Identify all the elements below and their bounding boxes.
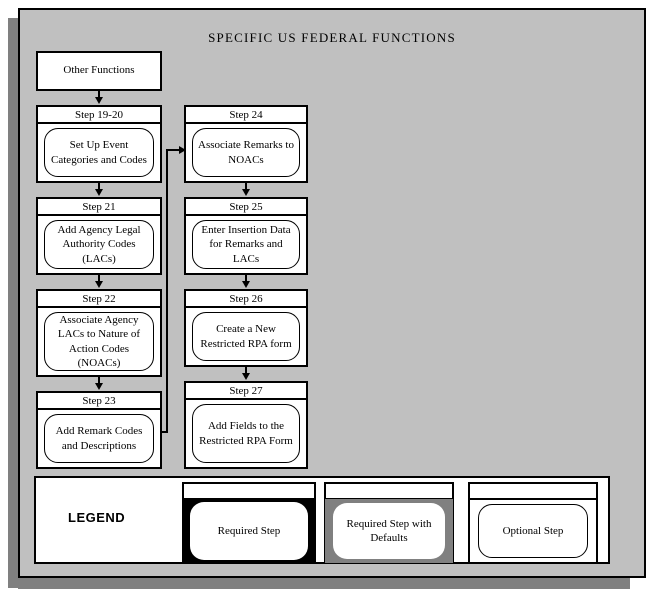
legend-cap-required-step bbox=[182, 482, 316, 498]
step-body-27: Add Fields to the Restricted RPA Form bbox=[192, 404, 300, 463]
arrow-head-step25-to-step26 bbox=[242, 281, 250, 288]
step-body-24: Associate Remarks to NOACs bbox=[192, 128, 300, 177]
legend-label-optional-step: Optional Step bbox=[478, 504, 588, 558]
panel-shadow-left bbox=[8, 18, 20, 588]
diagram-title: SPECIFIC US FEDERAL FUNCTIONS bbox=[208, 30, 456, 45]
arrow-head-step24-to-step25 bbox=[242, 189, 250, 196]
legend-item-required-step: Required Step bbox=[182, 482, 316, 564]
step-header-24: Step 24 bbox=[186, 107, 306, 124]
legend-cap-optional-step bbox=[468, 482, 598, 498]
connector-into-step24-segment bbox=[166, 149, 182, 151]
step-header-25: Step 25 bbox=[186, 199, 306, 216]
step-box-step-26[interactable]: Step 26 Create a New Restricted RPA form bbox=[184, 289, 308, 367]
step-box-step-25[interactable]: Step 25 Enter Insertion Data for Remarks… bbox=[184, 197, 308, 275]
step-body-22: Associate Agency LACs to Nature of Actio… bbox=[44, 312, 154, 371]
connector-step24-to-step25 bbox=[245, 183, 247, 191]
legend-label-required-step-with-defaults: Required Step with Defaults bbox=[333, 503, 445, 559]
panel-shadow-bottom bbox=[18, 578, 630, 589]
step-header-27: Step 27 bbox=[186, 383, 306, 400]
connector-entry-to-step1920 bbox=[98, 91, 100, 99]
legend-label-required-step: Required Step bbox=[190, 502, 308, 560]
entry-box-other-functions[interactable]: Other Functions bbox=[36, 51, 162, 91]
arrow-head-entry-to-step1920 bbox=[95, 97, 103, 104]
connector-step26-to-step27 bbox=[245, 367, 247, 375]
arrow-head-step23-to-step24 bbox=[179, 146, 186, 154]
step-box-step-19-20[interactable]: Step 19-20 Set Up Event Categories and C… bbox=[36, 105, 162, 183]
legend-cap-required-step-with-defaults bbox=[324, 482, 454, 498]
legend-panel: LEGEND Required Step Required Step with … bbox=[34, 476, 610, 564]
step-box-step-22[interactable]: Step 22 Associate Agency LACs to Nature … bbox=[36, 289, 162, 377]
step-box-step-21[interactable]: Step 21 Add Agency Legal Authority Codes… bbox=[36, 197, 162, 275]
step-body-19-20: Set Up Event Categories and Codes bbox=[44, 128, 154, 177]
legend-title: LEGEND bbox=[68, 510, 126, 525]
step-header-26: Step 26 bbox=[186, 291, 306, 308]
connector-step23-exit-segment bbox=[162, 431, 168, 433]
arrow-head-step21-to-step22 bbox=[95, 281, 103, 288]
legend-body-required-step-with-defaults: Required Step with Defaults bbox=[324, 498, 454, 564]
step-body-21: Add Agency Legal Authority Codes (LACs) bbox=[44, 220, 154, 269]
connector-step21-to-step22 bbox=[98, 275, 100, 283]
arrow-head-step22-to-step23 bbox=[95, 383, 103, 390]
legend-item-required-step-with-defaults: Required Step with Defaults bbox=[324, 482, 454, 564]
connector-step22-to-step23 bbox=[98, 377, 100, 385]
entry-box-label: Other Functions bbox=[63, 64, 135, 77]
step-box-step-23[interactable]: Step 23 Add Remark Codes and Description… bbox=[36, 391, 162, 469]
step-body-25: Enter Insertion Data for Remarks and LAC… bbox=[192, 220, 300, 269]
step-body-26: Create a New Restricted RPA form bbox=[192, 312, 300, 361]
step-header-19-20: Step 19-20 bbox=[38, 107, 160, 124]
legend-item-optional-step: Optional Step bbox=[468, 482, 598, 564]
arrow-head-step26-to-step27 bbox=[242, 373, 250, 380]
step-header-22: Step 22 bbox=[38, 291, 160, 308]
legend-body-required-step: Required Step bbox=[182, 498, 316, 564]
connector-step25-to-step26 bbox=[245, 275, 247, 283]
connector-step1920-to-step21 bbox=[98, 183, 100, 191]
arrow-head-step1920-to-step21 bbox=[95, 189, 103, 196]
legend-body-optional-step: Optional Step bbox=[468, 498, 598, 564]
step-body-23: Add Remark Codes and Descriptions bbox=[44, 414, 154, 463]
step-header-21: Step 21 bbox=[38, 199, 160, 216]
connector-step23-vertical-segment bbox=[166, 149, 168, 433]
step-header-23: Step 23 bbox=[38, 393, 160, 410]
step-box-step-24[interactable]: Step 24 Associate Remarks to NOACs bbox=[184, 105, 308, 183]
step-box-step-27[interactable]: Step 27 Add Fields to the Restricted RPA… bbox=[184, 381, 308, 469]
